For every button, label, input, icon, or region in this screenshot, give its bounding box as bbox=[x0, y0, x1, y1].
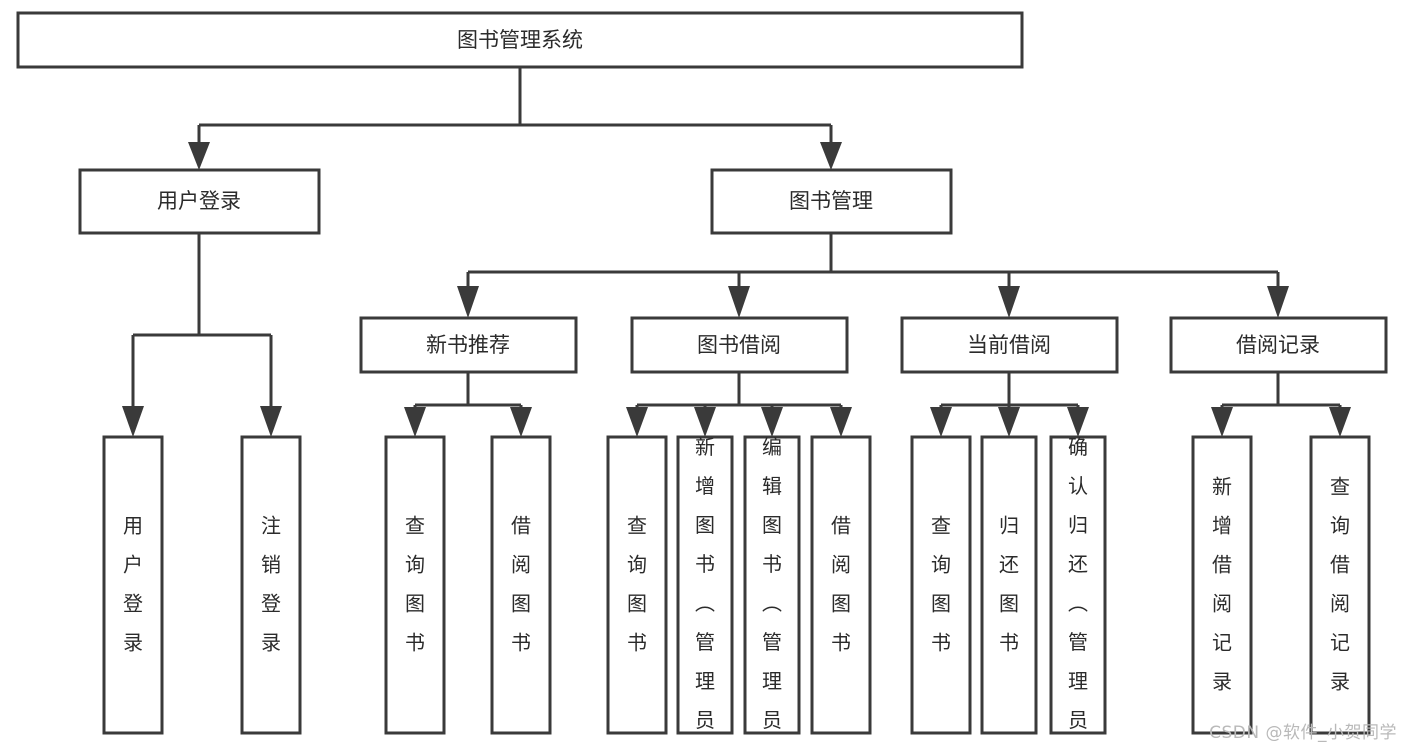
node-leaf-query-book-3-label: 查询图书 bbox=[931, 513, 951, 654]
node-leaf-edit-book-label: 编辑图书︵管理员︶ bbox=[762, 435, 782, 747]
node-leaf-add-record-label: 新增借阅记录 bbox=[1212, 474, 1232, 693]
edge-userlogin-to-leaves bbox=[122, 233, 282, 437]
node-new-book-recommend-label: 新书推荐 bbox=[426, 333, 510, 357]
edge-root-to-level2 bbox=[188, 67, 842, 170]
node-leaf-borrow-book-1-label: 借阅图书 bbox=[511, 513, 531, 654]
node-leaf-user-logout-label: 注销登录 bbox=[261, 513, 281, 654]
node-book-manage[interactable]: 图书管理 bbox=[710, 168, 953, 235]
node-leaf-borrow-book-2-label: 借阅图书 bbox=[831, 513, 851, 654]
node-leaf-query-book-2[interactable]: 查询图书 bbox=[606, 435, 668, 735]
node-current-borrow[interactable]: 当前借阅 bbox=[900, 316, 1119, 374]
node-leaf-add-book-label: 新增图书︵管理员︶ bbox=[695, 435, 715, 747]
node-leaf-borrow-book-1[interactable]: 借阅图书 bbox=[490, 435, 552, 735]
node-leaf-query-record-label: 查询借阅记录 bbox=[1330, 474, 1350, 693]
node-leaf-confirm-return-label: 确认归还︵管理员︶ bbox=[1068, 435, 1088, 747]
node-leaf-query-book-1[interactable]: 查询图书 bbox=[384, 435, 446, 735]
node-leaf-confirm-return[interactable]: 确认归还︵管理员︶ bbox=[1049, 435, 1107, 747]
node-book-borrow[interactable]: 图书借阅 bbox=[630, 316, 849, 374]
edge-bookborrow-to-leaves bbox=[626, 372, 852, 437]
node-borrow-record[interactable]: 借阅记录 bbox=[1169, 316, 1388, 374]
node-leaf-user-login-label: 用户登录 bbox=[123, 513, 143, 654]
edge-borrowrecord-to-leaves bbox=[1211, 372, 1351, 437]
node-new-book-recommend[interactable]: 新书推荐 bbox=[359, 316, 578, 374]
edge-currentborrow-to-leaves bbox=[930, 372, 1089, 437]
connectors-layer bbox=[122, 67, 1351, 437]
node-leaf-edit-book[interactable]: 编辑图书︵管理员︶ bbox=[743, 435, 801, 747]
node-leaf-add-record[interactable]: 新增借阅记录 bbox=[1191, 435, 1253, 735]
node-book-manage-label: 图书管理 bbox=[789, 189, 873, 213]
node-leaf-query-book-1-label: 查询图书 bbox=[405, 513, 425, 654]
node-leaf-return-book-label: 归还图书 bbox=[999, 513, 1019, 654]
edge-newbook-to-leaves bbox=[404, 372, 532, 437]
node-root-label: 图书管理系统 bbox=[457, 28, 583, 52]
node-user-login-label: 用户登录 bbox=[157, 189, 241, 213]
node-leaf-add-book[interactable]: 新增图书︵管理员︶ bbox=[676, 435, 734, 747]
node-leaf-query-record[interactable]: 查询借阅记录 bbox=[1309, 435, 1371, 735]
node-leaf-user-login[interactable]: 用户登录 bbox=[102, 435, 164, 735]
node-leaf-return-book[interactable]: 归还图书 bbox=[980, 435, 1038, 735]
node-leaf-user-logout[interactable]: 注销登录 bbox=[240, 435, 302, 735]
node-leaf-borrow-book-2[interactable]: 借阅图书 bbox=[810, 435, 872, 735]
node-borrow-record-label: 借阅记录 bbox=[1236, 333, 1320, 357]
node-current-borrow-label: 当前借阅 bbox=[967, 333, 1051, 357]
node-root[interactable]: 图书管理系统 bbox=[16, 11, 1024, 69]
node-book-borrow-label: 图书借阅 bbox=[697, 333, 781, 357]
edge-bookmanage-to-level3 bbox=[457, 233, 1289, 318]
node-leaf-query-book-2-label: 查询图书 bbox=[627, 513, 647, 654]
node-user-login[interactable]: 用户登录 bbox=[78, 168, 321, 235]
node-leaf-query-book-3[interactable]: 查询图书 bbox=[910, 435, 972, 735]
